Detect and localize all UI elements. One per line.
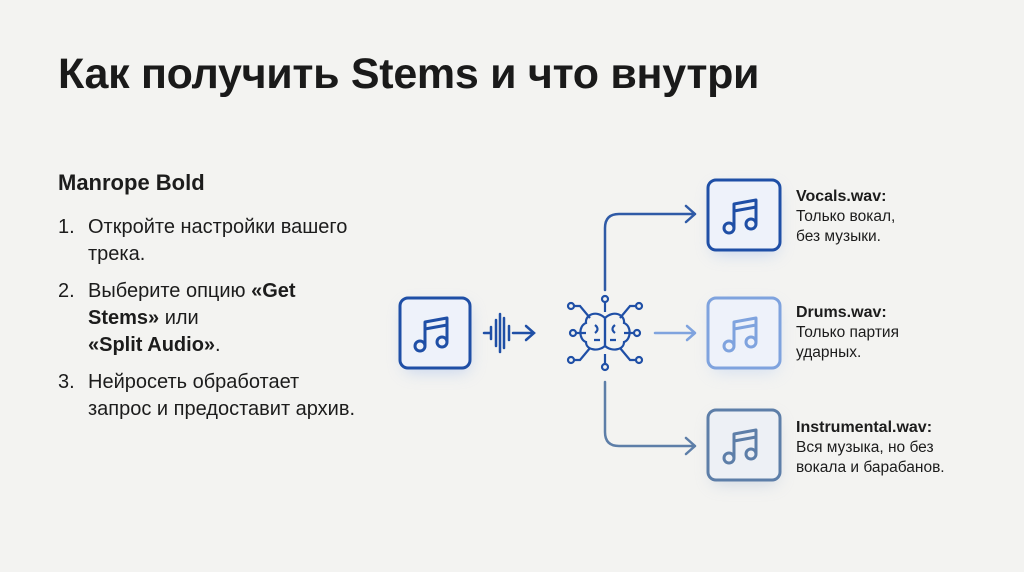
get-stems-option: «Get Stems» <box>88 280 296 329</box>
steps-list: 1. Откройте настройки вашего трека. 2. Выб… <box>58 214 363 433</box>
arrow-to-instrumental <box>603 380 697 456</box>
neural-network-brain-icon <box>566 294 644 372</box>
drums-label: Drums.wav: Только партия ударных. <box>796 303 899 363</box>
step-text: Откройте настройки вашего трека. <box>88 216 348 265</box>
step-text: Нейросеть обработает запрос и предостави… <box>88 371 356 420</box>
split-audio-option: «Split Audio» <box>88 334 216 356</box>
output-icon-drums <box>706 296 782 372</box>
arrow-to-drums <box>653 324 697 342</box>
output-icon-vocals <box>706 178 782 254</box>
step-text-part: . <box>215 334 221 356</box>
output-desc: вокала и барабанов. <box>796 459 945 476</box>
output-desc: Только вокал, <box>796 208 896 225</box>
output-desc: без музыки. <box>796 228 881 245</box>
step-number: 1. <box>58 216 75 238</box>
output-name: Instrumental.wav: <box>796 419 933 436</box>
output-desc: Вся музыка, но без <box>796 439 934 456</box>
subtitle: Manrope Bold <box>58 170 205 195</box>
output-name: Vocals.wav: <box>796 188 887 205</box>
output-desc: Только партия <box>796 324 899 341</box>
input-audio-icon <box>398 296 472 372</box>
step-item: 3. Нейросеть обработает запрос и предоста… <box>58 369 363 423</box>
step-number: 2. <box>58 280 75 302</box>
output-name: Drums.wav: <box>796 304 887 321</box>
output-icon-instrumental <box>706 408 782 484</box>
page-title: Как получить Stems и что внутри <box>58 50 760 98</box>
output-desc: ударных. <box>796 344 862 361</box>
instrumental-label: Instrumental.wav: Вся музыка, но без вокал… <box>796 418 945 478</box>
step-item: 1. Откройте настройки вашего трека. <box>58 214 363 268</box>
step-text-part: или <box>159 307 199 329</box>
arrow-to-vocals <box>603 204 697 292</box>
waveform-icon <box>482 312 536 354</box>
step-number: 3. <box>58 371 75 393</box>
step-text-part: Выберите опцию <box>88 280 252 302</box>
vocals-label: Vocals.wav: Только вокал, без музыки. <box>796 187 895 247</box>
step-text: Выберите опцию «Get Stems» или «Split Au… <box>88 278 338 359</box>
step-item: 2. Выберите опцию «Get Stems» или «Split … <box>58 278 363 359</box>
